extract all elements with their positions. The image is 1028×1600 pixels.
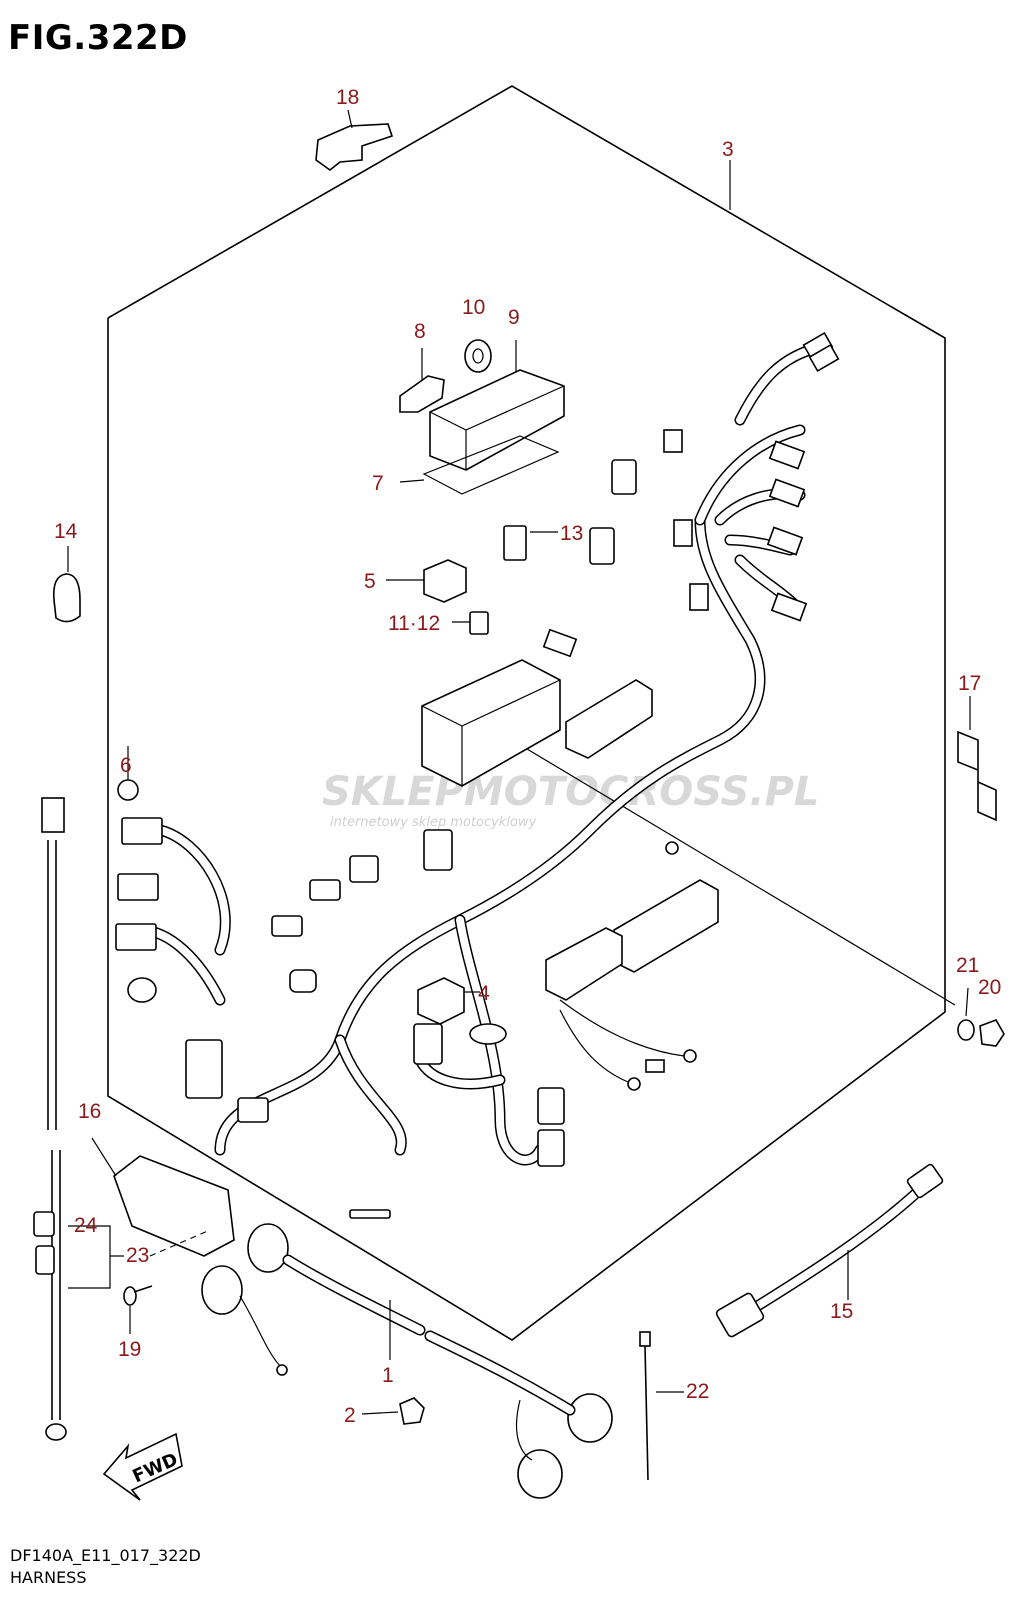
callout-23: 23	[126, 1244, 149, 1267]
junction-box	[421, 659, 719, 1001]
callout-14: 14	[54, 520, 78, 543]
plug-part-6	[117, 768, 139, 801]
washer-part-21	[957, 1019, 975, 1041]
callout-8: 8	[414, 320, 426, 343]
ground-terminals	[469, 841, 697, 1091]
callout-9: 9	[508, 306, 520, 329]
callout-13: 13	[560, 522, 583, 545]
watermark-brand: SKLEPMOTOCROSS.PL	[322, 769, 819, 815]
callout-24: 24	[74, 1214, 98, 1237]
harness-connectors	[115, 331, 840, 1219]
relay-part-5	[386, 559, 467, 603]
gasket-part-7	[399, 435, 560, 495]
callout-3: 3	[722, 138, 734, 161]
callout-labels: 18 3 10 9 8 7 14 13 5 11·12 17 6 21 20 4…	[54, 86, 1001, 1427]
callout-20: 20	[978, 976, 1001, 999]
callout-6: 6	[120, 754, 132, 777]
callout-4: 4	[478, 982, 490, 1005]
footer-drawing-code: DF140A_E11_017_322D	[10, 1546, 201, 1565]
clamp-part-18	[315, 109, 394, 172]
callout-10: 10	[462, 296, 485, 319]
clip-part-8	[399, 348, 445, 413]
callout-2: 2	[344, 1404, 356, 1427]
callout-18: 18	[336, 86, 359, 109]
mini-fuse-part-11-12	[469, 611, 489, 635]
callout-17: 17	[958, 672, 981, 695]
nut-part-20	[979, 1019, 1005, 1047]
fuse-part-13	[503, 525, 527, 561]
extension-harness-part-15	[715, 1163, 944, 1338]
main-harness-part-3	[134, 344, 816, 1166]
cable-tie-part-22	[639, 1331, 684, 1481]
figure-title: FIG.322D	[8, 18, 188, 58]
fuse-cover-part-9	[429, 340, 565, 471]
bracket-part-16	[91, 1137, 235, 1257]
callout-22: 22	[686, 1380, 709, 1403]
bracket-part-17	[957, 696, 997, 822]
callout-21: 21	[956, 954, 979, 977]
watermark-tagline: internetowy sklep motocyklowy	[330, 815, 537, 830]
callout-5: 5	[364, 570, 376, 593]
nut-part-2	[399, 1397, 425, 1425]
callout-16: 16	[78, 1100, 101, 1123]
callout-19: 19	[118, 1338, 141, 1361]
callout-1: 1	[382, 1364, 394, 1387]
frame-guide	[511, 739, 956, 1006]
screw-part-19	[123, 1285, 153, 1334]
sub-harness-part-1	[201, 1223, 613, 1499]
cap-part-14	[52, 573, 81, 623]
callout-7: 7	[372, 472, 384, 495]
callout-15: 15	[830, 1300, 853, 1323]
footer-assembly-name: HARNESS	[10, 1568, 87, 1587]
grommet-part-10	[464, 339, 492, 373]
relay-part-4	[417, 977, 480, 1025]
callout-11-12: 11·12	[388, 612, 440, 635]
fwd-arrow-icon: FWD	[102, 1432, 183, 1501]
left-cable	[33, 797, 124, 1441]
harness-frame	[107, 85, 946, 1341]
callout-leaders	[127, 160, 731, 768]
